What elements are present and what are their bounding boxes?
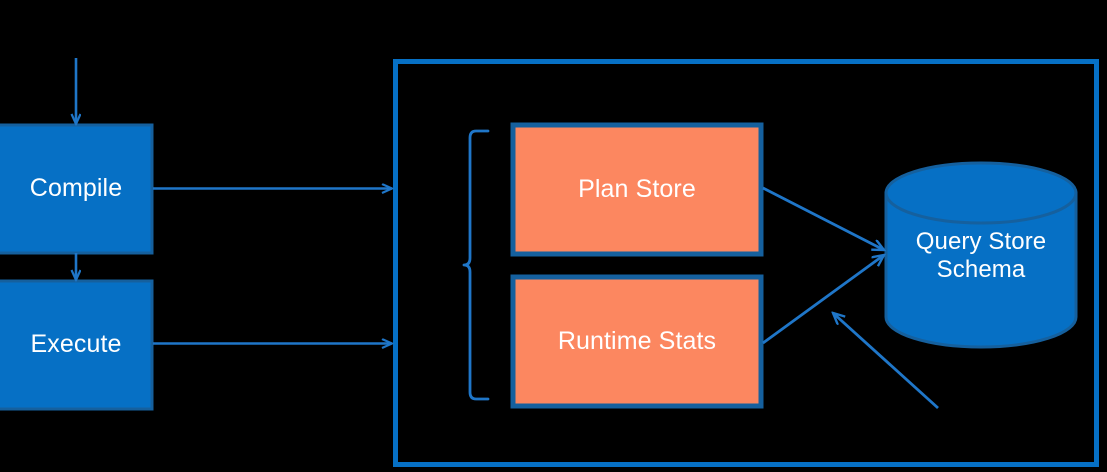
connector-runtime-stats-to-schema — [762, 255, 884, 345]
runtime-stats-box[interactable] — [510, 274, 764, 409]
compile-box[interactable] — [0, 123, 154, 255]
store-group-bracket — [462, 129, 490, 401]
plan-store-box[interactable] — [510, 122, 764, 257]
connector-external-to-schema — [833, 313, 939, 410]
connector-plan-store-to-schema — [762, 186, 884, 250]
query-store-schema-cylinder[interactable] — [884, 161, 1078, 349]
execute-box[interactable] — [0, 279, 154, 411]
container-rectangle — [393, 59, 1099, 467]
